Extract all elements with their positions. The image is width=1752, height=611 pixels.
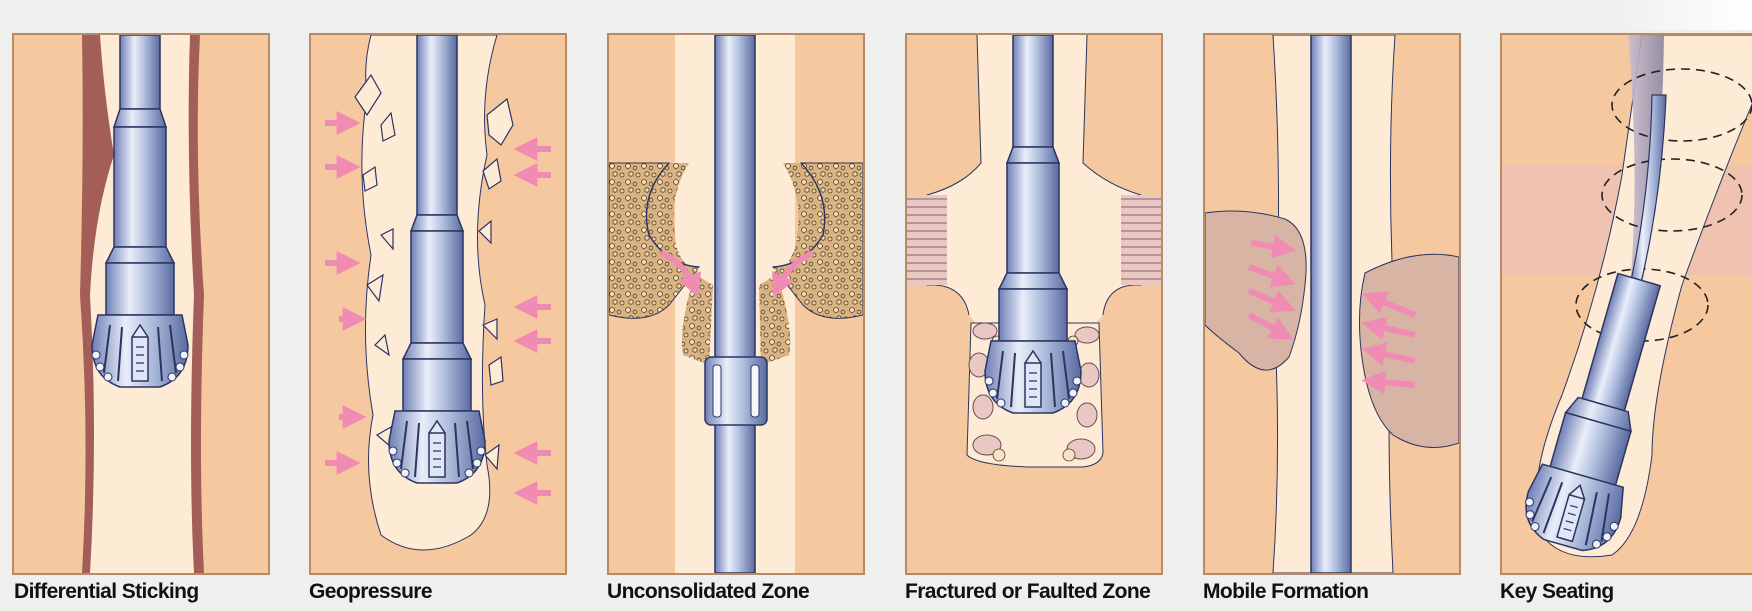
panel-geopressure	[309, 33, 567, 575]
key-seating-diagram	[1502, 35, 1752, 573]
caption-unconsolidated-zone: Unconsolidated Zone	[607, 580, 809, 608]
corner-highlight	[1612, 0, 1752, 30]
caption-differential-sticking: Differential Sticking	[14, 580, 199, 608]
drill-bit-icon	[92, 315, 188, 387]
panel-unconsolidated-zone	[607, 33, 865, 575]
geopressure-diagram	[311, 35, 565, 573]
caption-mobile-formation: Mobile Formation	[1203, 580, 1368, 608]
fractured-zone-diagram	[907, 35, 1161, 573]
panel-mobile-formation	[1203, 33, 1461, 575]
differential-sticking-diagram	[14, 35, 268, 573]
stabilizer-icon	[705, 357, 767, 425]
panel-fractured-faulted-zone	[905, 33, 1163, 575]
caption-fractured-faulted-zone: Fractured or Faulted Zone	[905, 580, 1150, 608]
panel-differential-sticking	[12, 33, 270, 575]
mobile-formation-diagram	[1205, 35, 1459, 573]
panel-key-seating	[1500, 33, 1752, 575]
unconsolidated-zone-diagram	[609, 35, 863, 573]
caption-geopressure: Geopressure	[309, 580, 432, 608]
caption-key-seating: Key Seating	[1500, 580, 1614, 608]
